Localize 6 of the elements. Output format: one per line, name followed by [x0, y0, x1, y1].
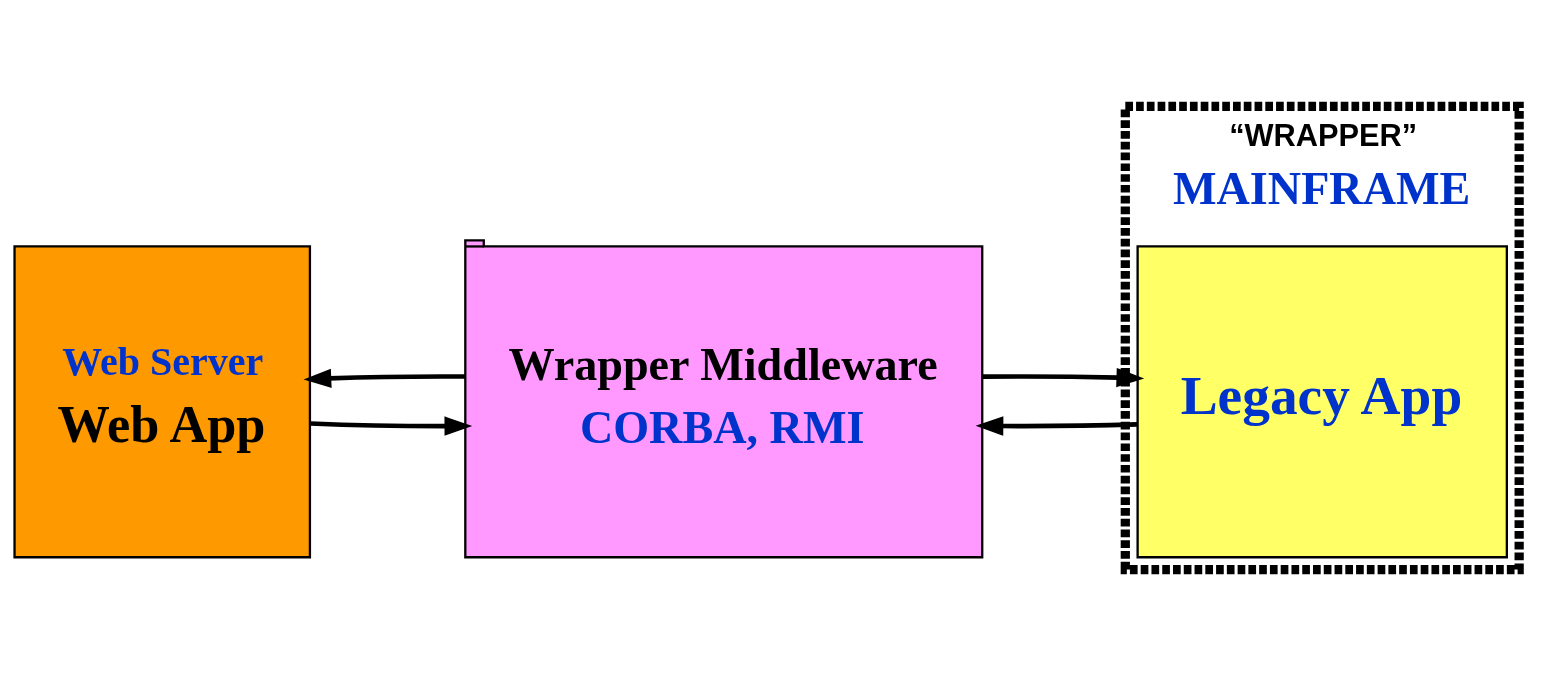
arrow [310, 415, 473, 436]
arrow [303, 368, 466, 388]
arrow [975, 415, 1138, 436]
arrow [982, 367, 1145, 387]
node-box: Web Server Web App [13, 244, 312, 558]
node-box: Legacy App [1136, 244, 1508, 558]
